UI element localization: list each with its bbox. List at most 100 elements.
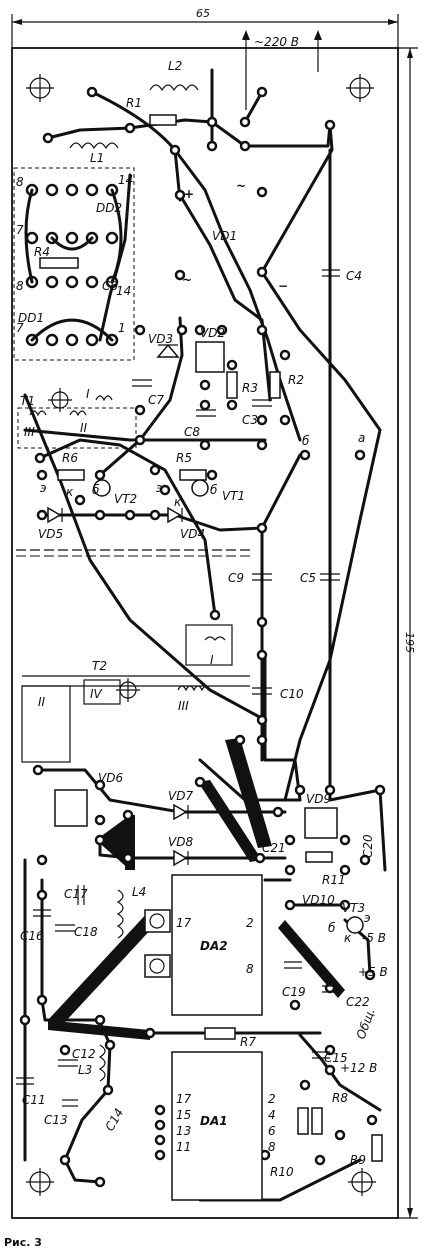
r9-label: R9 (350, 1153, 366, 1167)
c14-label: C14 (102, 1106, 126, 1133)
da1-ic: DA1 17 15 13 11 2 4 6 8 (171, 1051, 276, 1201)
da2-label: DA2 (200, 939, 228, 953)
dd1-label: DD1 (18, 311, 44, 325)
r3-label: R3 (242, 381, 258, 395)
da2-pin-17: 17 (176, 916, 192, 930)
height-dimension-label: 195 (403, 632, 416, 653)
transformer-t2: T2 II IV III I (21, 624, 250, 763)
bridge-vd6: VD6 (54, 771, 123, 827)
c16-label: C16 (20, 929, 44, 943)
dd-pin-7-bottom: 7 (16, 321, 24, 335)
c13-label: C13 (44, 1113, 68, 1127)
solder-pads (19, 86, 386, 1188)
vd9-label: VD9 (306, 792, 331, 806)
bridge-vd2: VD2 (195, 326, 225, 373)
mains-input: ~220 В (242, 30, 322, 110)
c18-label: C18 (74, 925, 98, 939)
t1-winding-I: I (86, 387, 90, 401)
c20-label: C20 (361, 834, 375, 858)
width-dimension-label: 65 (196, 7, 210, 20)
ground-bars (48, 738, 345, 1040)
vd7-label: VD7 (168, 789, 193, 803)
da1-pin-2: 2 (268, 1092, 276, 1106)
l1-label: L1 (90, 151, 104, 165)
t2-winding-IV: IV (90, 687, 103, 701)
vt2-collector: к (66, 485, 74, 499)
c5-label: C5 (300, 571, 316, 585)
c3-label: C3 (242, 413, 258, 427)
inductors: L2 L1 L4 L3 (69, 59, 199, 1082)
c9-label: C9 (228, 571, 244, 585)
vt2-emitter: э (40, 481, 47, 495)
vt3-base: б (328, 921, 336, 935)
c22-label: C22 (346, 995, 370, 1009)
dd-pin-1-bottom: 1 (118, 321, 126, 335)
r8-label: R8 (332, 1091, 348, 1105)
r7-label: R7 (240, 1035, 256, 1049)
output-minus5-label: -5 В (362, 931, 386, 945)
vt1-base: б (210, 483, 218, 497)
vd5-label: VD5 (38, 527, 63, 541)
da1-pin-17: 17 (176, 1092, 192, 1106)
t2-winding-II: II (38, 695, 46, 709)
node-minus-label: − (278, 279, 288, 293)
dd-ic-block: 8 14 7 8 14 7 1 DD2 DD1 (13, 167, 135, 361)
node-labels: б а − + ~ ~ (182, 179, 365, 448)
vt3-label: VT3 (342, 901, 365, 915)
transistor-vt2: VT2 э к б (40, 479, 137, 506)
c7-label: C7 (148, 393, 164, 407)
c6-label: C6 (102, 279, 118, 293)
t2-winding-I: I (210, 653, 214, 667)
resistors: R1 R4 R6 R5 R3 R2 R11 R7 R8 R10 R9 (34, 96, 383, 1179)
dd-pin-7-mid: 7 (16, 223, 24, 237)
da1-label: DA1 (200, 1114, 228, 1128)
c21-label: C21 (262, 841, 286, 855)
r10-label: R10 (270, 1165, 294, 1179)
da1-pin-13: 13 (176, 1124, 191, 1138)
vt2-label: VT2 (114, 492, 137, 506)
t1-winding-II: II (80, 421, 88, 435)
dd-pin-8-row: 8 (16, 279, 24, 293)
c8-label: C8 (184, 425, 200, 439)
transistor-vt3: VT3 э к б (328, 901, 371, 945)
dd-pin-14-top: 14 (118, 173, 133, 187)
t2-label: T2 (92, 659, 107, 673)
t1-label: T1 (20, 394, 35, 408)
node-plus-label: + (184, 187, 194, 201)
t2-winding-III: III (178, 699, 189, 713)
transformer-t1: T1 III II I (17, 387, 137, 449)
dd-pin-8-top: 8 (16, 175, 24, 189)
c19-label: C19 (282, 985, 306, 999)
mains-voltage-label: ~220 В (254, 35, 299, 49)
da1-pin-15: 15 (176, 1108, 191, 1122)
da2-ic: DA2 17 2 8 (144, 874, 263, 1016)
r11-label: R11 (322, 873, 346, 887)
transistor-vt1: VT1 э к б (156, 479, 245, 509)
output-plus5-label: +5 В (358, 965, 388, 979)
vt3-emitter: э (364, 911, 371, 925)
c17-label: C17 (64, 887, 88, 901)
c4-label: C4 (346, 269, 362, 283)
c10-label: C10 (280, 687, 304, 701)
vt3-collector: к (344, 931, 352, 945)
vt1-emitter: э (156, 481, 163, 495)
da2-pin-2: 2 (246, 916, 254, 930)
r5-label: R5 (176, 451, 192, 465)
node-a-label: а (358, 431, 365, 445)
c11-label: C11 (22, 1093, 46, 1107)
vd2-label: VD2 (200, 326, 225, 340)
vt1-label: VT1 (222, 489, 245, 503)
da1-pin-4: 4 (268, 1108, 276, 1122)
dimension-lines: 65 195 (11, 7, 418, 1219)
vd10-label: VD10 (302, 893, 335, 907)
figure-caption: Рис. 3 (4, 1236, 42, 1249)
r4-label: R4 (34, 245, 50, 259)
l3-label: L3 (78, 1063, 92, 1077)
bridge-vd9: VD9 (304, 792, 338, 839)
r1-label: R1 (126, 96, 142, 110)
dd-pin-14-row: 14 (116, 284, 131, 298)
da2-pin-8: 8 (246, 962, 254, 976)
l4-label: L4 (132, 885, 146, 899)
dd2-label: DD2 (96, 201, 122, 215)
